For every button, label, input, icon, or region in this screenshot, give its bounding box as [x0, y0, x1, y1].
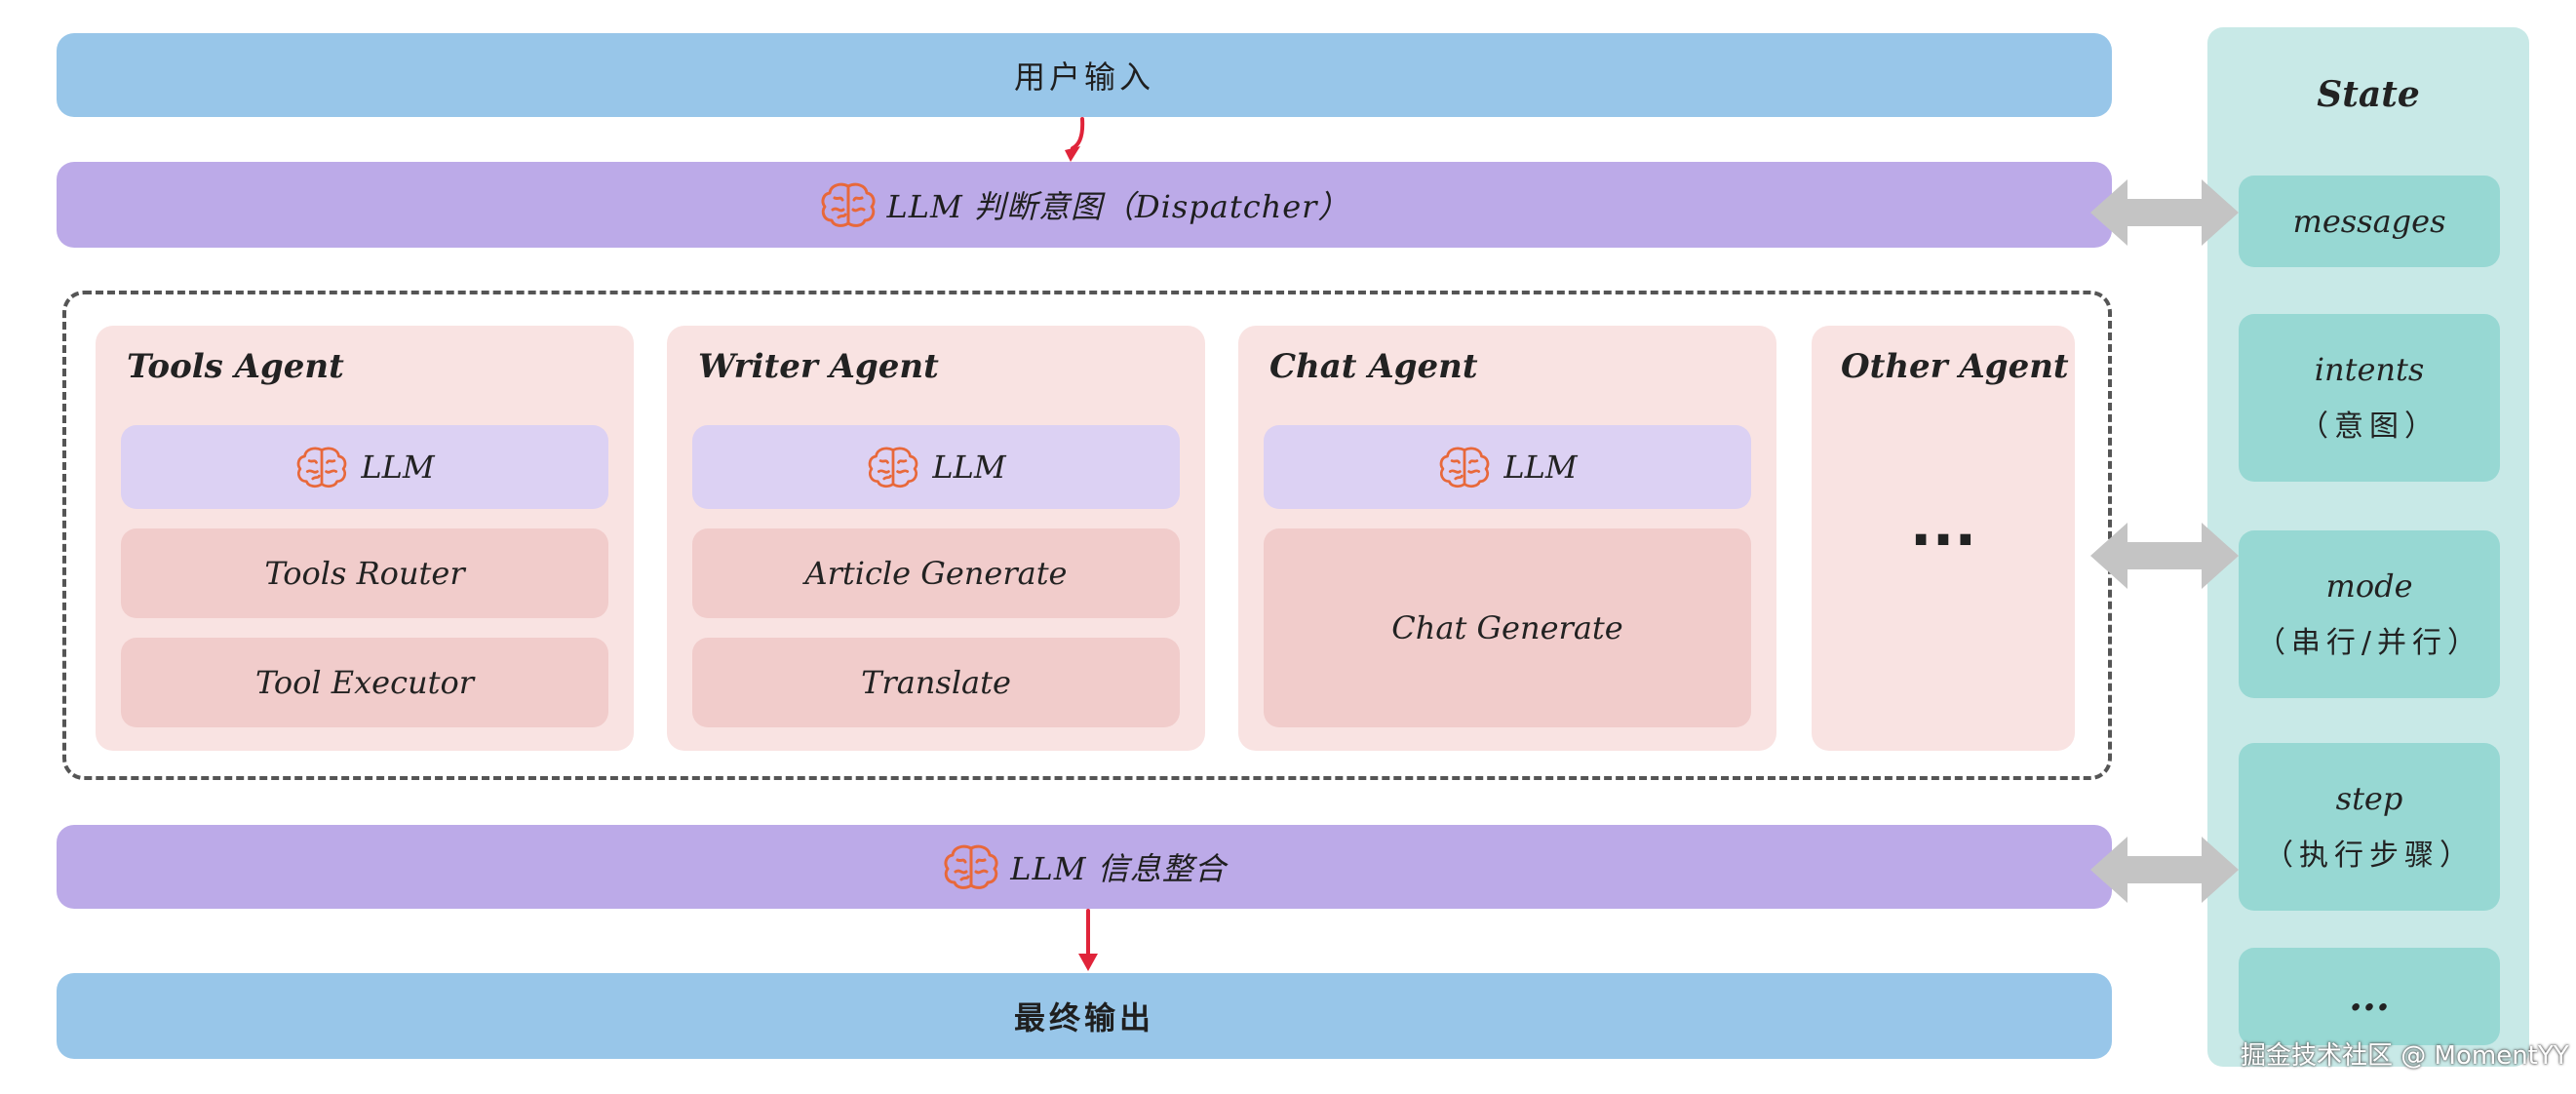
state-item-step: step （执行步骤）	[2239, 743, 2500, 911]
agent-title: Tools Agent	[127, 347, 344, 386]
llm-box: LLM	[121, 425, 608, 509]
other-agent-card: Other Agent ...	[1812, 326, 2075, 751]
llm-label: LLM	[361, 449, 435, 486]
output-label: 最终输出	[1013, 999, 1154, 1036]
step-label: Article Generate	[804, 555, 1068, 592]
state-item-sublabel: （执行步骤）	[2264, 839, 2475, 873]
agent-title: Writer Agent	[698, 347, 939, 386]
llm-label: LLM	[1503, 449, 1578, 486]
state-double-arrow-icon	[2090, 523, 2239, 589]
step-label: Translate	[861, 664, 1011, 701]
llm-box: LLM	[692, 425, 1180, 509]
llm-label: LLM	[932, 449, 1006, 486]
step-label: Tool Executor	[254, 664, 475, 701]
writer-agent-card: Writer Agent LLM Article Generate Transl…	[667, 326, 1205, 751]
step-label: Tools Router	[264, 555, 465, 592]
llm-box: LLM	[1264, 425, 1751, 509]
dispatcher-band: LLM 判断意图（Dispatcher）	[57, 162, 2112, 248]
agents-group	[62, 291, 2112, 780]
state-double-arrow-icon	[2090, 179, 2239, 246]
user-input-band: 用户输入	[57, 33, 2112, 117]
agent-title: Other Agent	[1841, 347, 2069, 386]
flow-arrow-down-icon	[1065, 117, 1085, 162]
integrate-band: LLM 信息整合	[57, 825, 2112, 909]
state-item-label: intents	[2314, 351, 2425, 388]
state-item-mode: mode （串行/并行）	[2239, 530, 2500, 698]
state-item-label: step	[2335, 780, 2403, 817]
chat-agent-card: Chat Agent LLM Chat Generate	[1238, 326, 1776, 751]
tools-agent-card: Tools Agent LLM Tools Router Tool Execut…	[96, 326, 634, 751]
dispatcher-label: LLM 判断意图（Dispatcher）	[886, 188, 1350, 225]
flow-arrow-down-icon	[1078, 909, 1098, 971]
state-item-label: ...	[2349, 973, 2390, 1020]
state-item-label: mode	[2325, 567, 2413, 605]
user-input-label: 用户输入	[1013, 59, 1154, 96]
output-band: 最终输出	[57, 973, 2112, 1059]
state-item-messages: messages	[2239, 176, 2500, 267]
brain-icon	[866, 445, 920, 489]
integrate-text: LLM 信息整合	[1010, 850, 1227, 887]
state-item-more: ...	[2239, 948, 2500, 1045]
integrate-label: LLM 信息整合	[1010, 844, 1226, 889]
tools-router-box: Tools Router	[121, 528, 608, 618]
agent-title: Chat Agent	[1269, 347, 1478, 386]
state-title: State	[2317, 74, 2420, 115]
article-generate-box: Article Generate	[692, 528, 1180, 618]
state-item-intents: intents （意图）	[2239, 314, 2500, 482]
state-item-sublabel: （意图）	[2299, 410, 2439, 444]
brain-icon	[942, 842, 1000, 891]
tool-executor-box: Tool Executor	[121, 638, 608, 727]
state-double-arrow-icon	[2090, 837, 2239, 903]
ellipsis-text: ...	[1909, 491, 1977, 560]
brain-icon	[1437, 445, 1492, 489]
step-label: Chat Generate	[1391, 609, 1623, 646]
brain-icon	[819, 180, 878, 229]
state-item-label: messages	[2292, 203, 2446, 240]
translate-box: Translate	[692, 638, 1180, 727]
brain-icon	[294, 445, 349, 489]
chat-generate-box: Chat Generate	[1264, 528, 1751, 727]
state-item-sublabel: （串行/并行）	[2255, 626, 2483, 660]
watermark: 掘金技术社区 @ MomentYY	[2241, 1041, 2569, 1071]
